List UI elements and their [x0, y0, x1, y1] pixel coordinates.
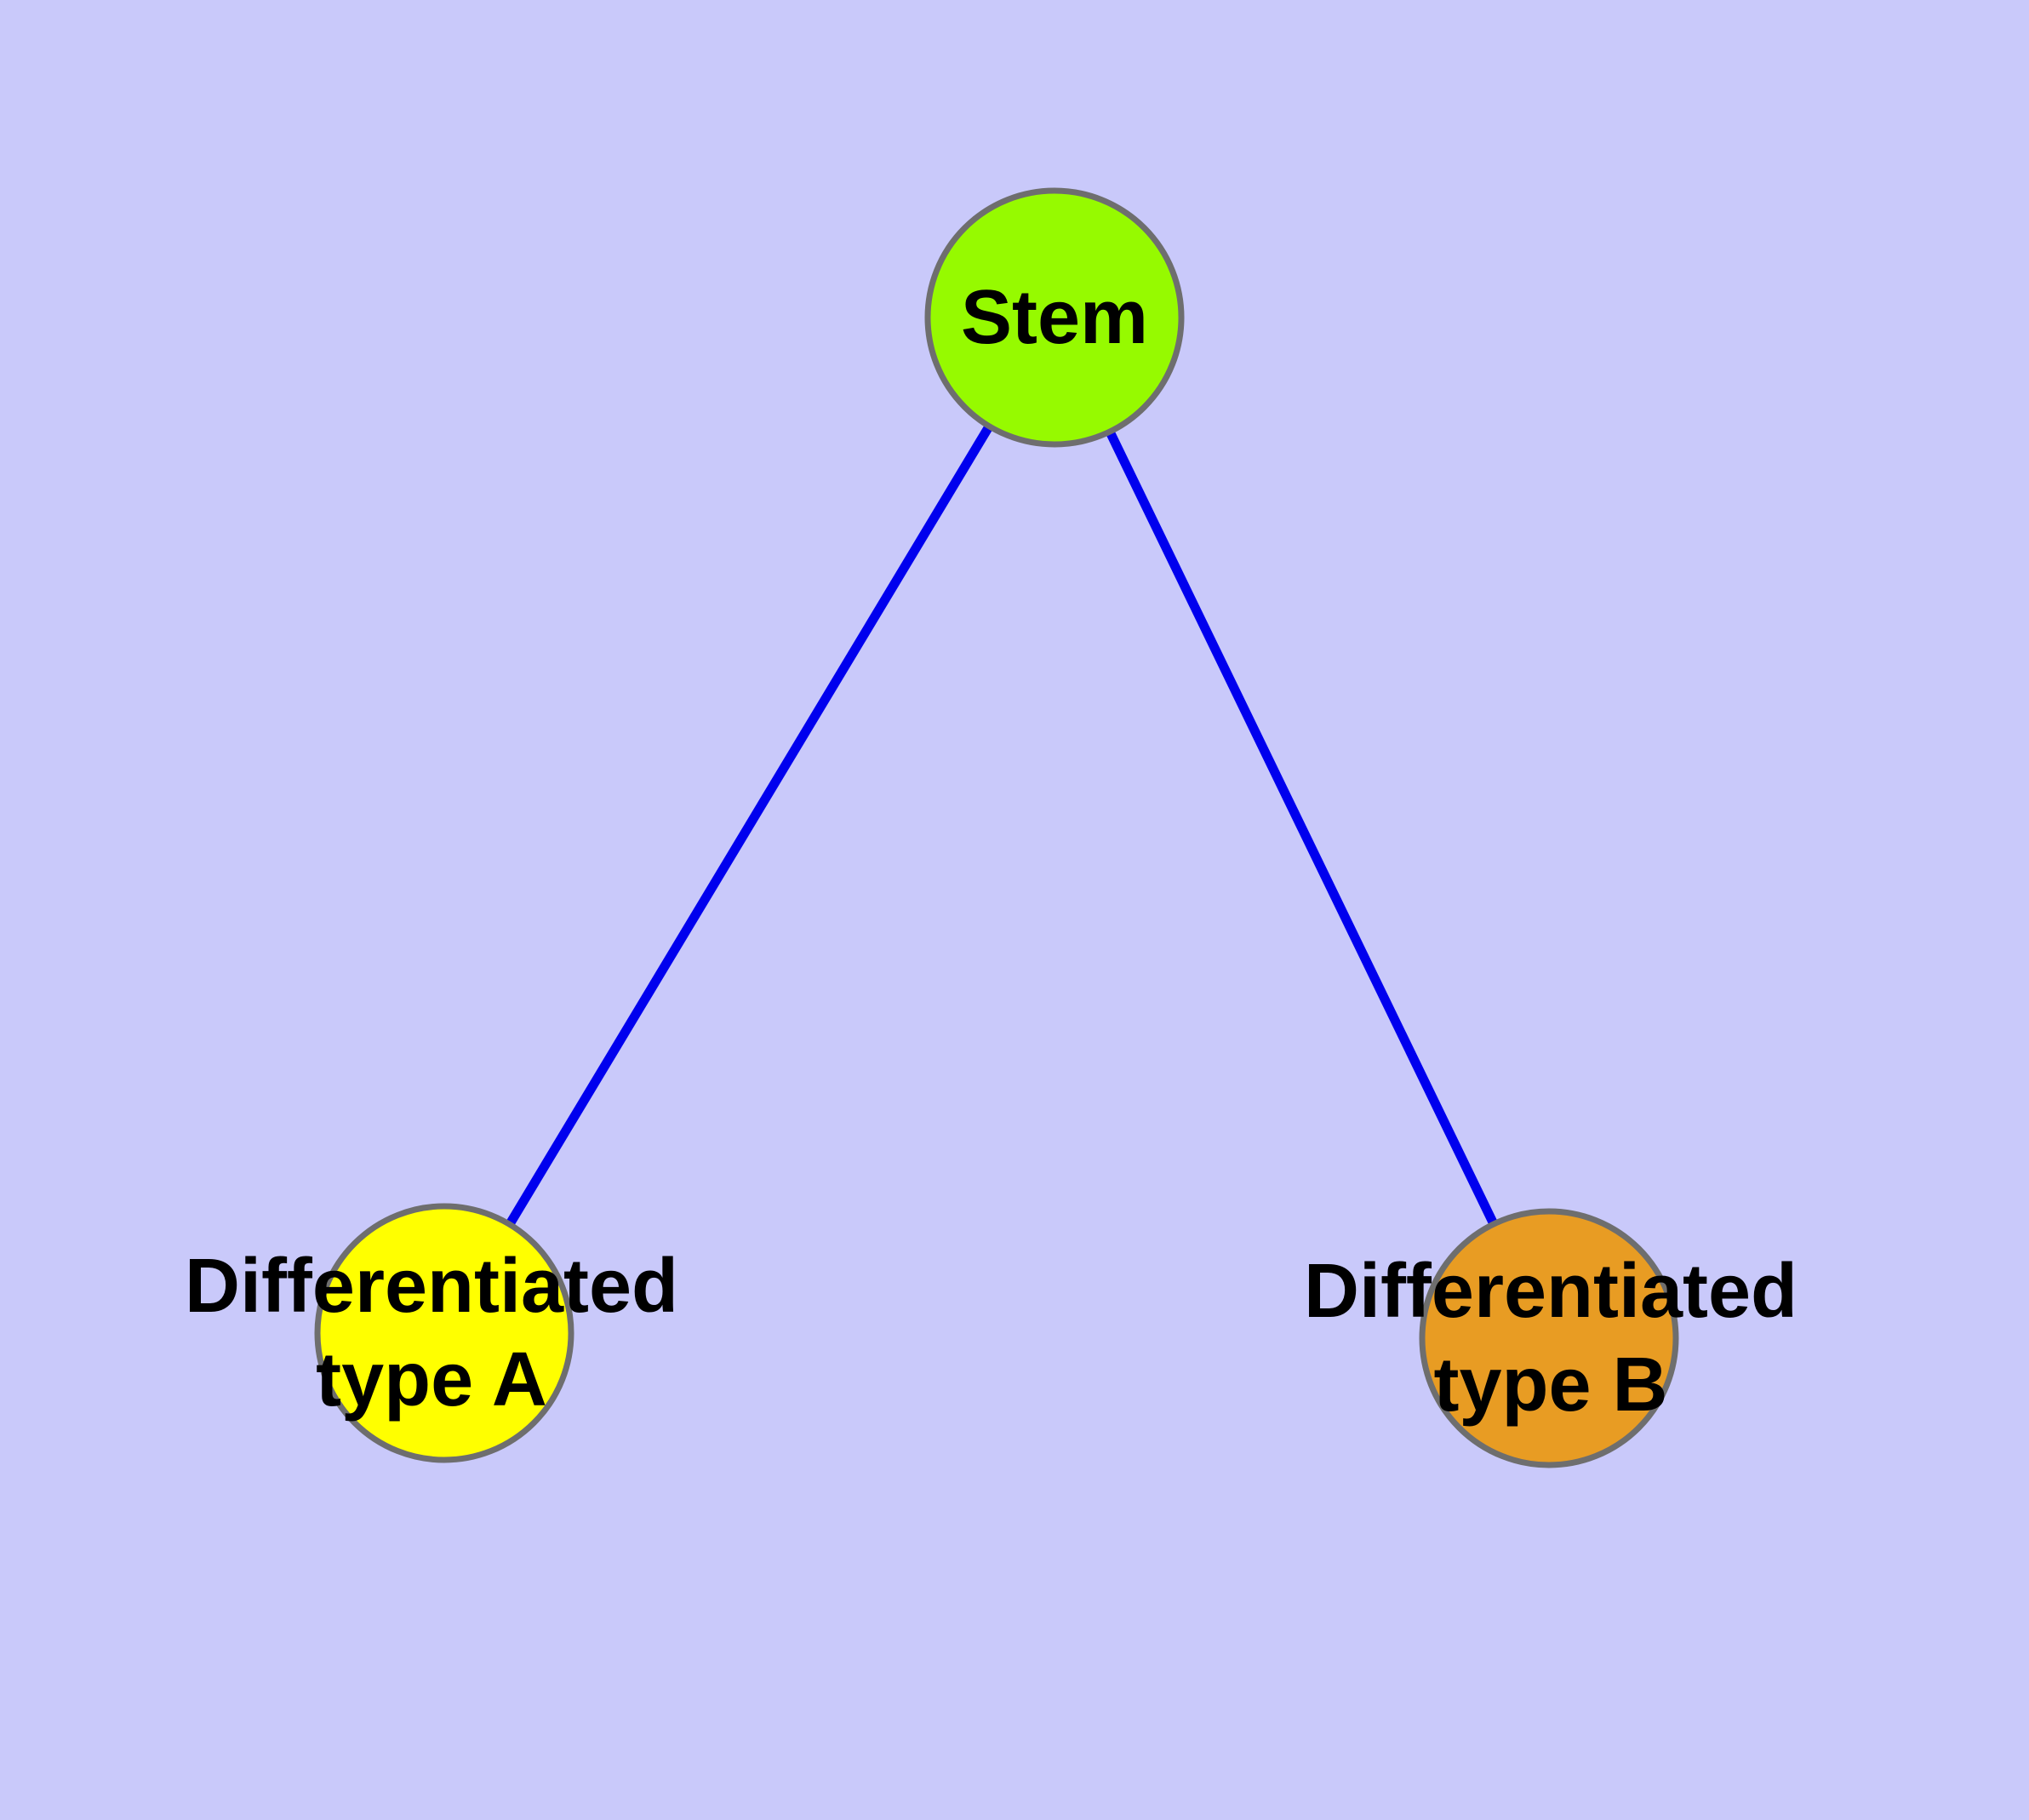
node-stem-label: Stem: [961, 275, 1148, 360]
node-stem: [924, 187, 1185, 448]
node-type-a-label-line2: type A: [316, 1337, 547, 1422]
edge-stem-to-type-a: [440, 315, 1059, 1336]
node-type-b-label-line2: type B: [1433, 1342, 1667, 1428]
node-type-a-label-line1: Differentiated: [185, 1244, 678, 1329]
node-differentiated-type-b: [1419, 1208, 1679, 1468]
node-type-b-label-line1: Differentiated: [1304, 1249, 1798, 1334]
edge-stem-to-type-b: [1050, 315, 1553, 1341]
node-differentiated-type-a: [314, 1203, 574, 1463]
